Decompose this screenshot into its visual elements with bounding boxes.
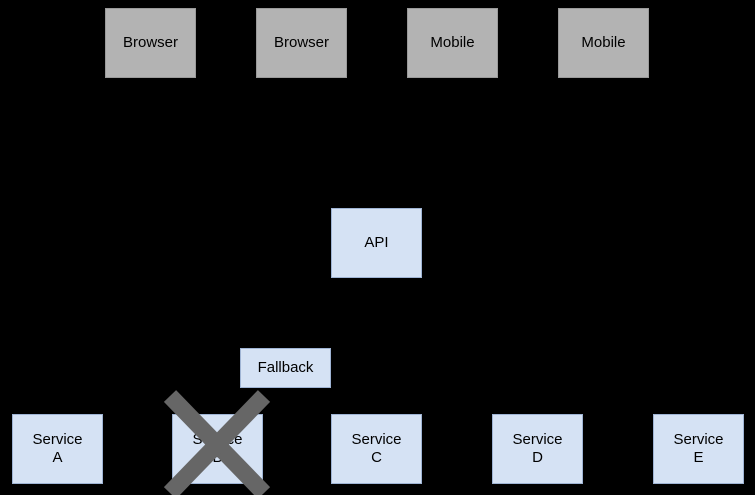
- edge-api-to-fallback: [287, 277, 377, 347]
- edge-api-to-serviceE: [375, 277, 694, 413]
- node-serviceA[interactable]: Service A: [12, 414, 103, 484]
- node-fallback[interactable]: Fallback: [240, 348, 331, 388]
- edge-api-to-serviceA: [57, 277, 377, 413]
- node-browser2[interactable]: Browser: [256, 8, 347, 78]
- node-api[interactable]: API: [331, 208, 422, 278]
- edge-api-to-mobile2: [375, 79, 604, 209]
- node-mobile1[interactable]: Mobile: [407, 8, 498, 78]
- node-serviceD[interactable]: Service D: [492, 414, 583, 484]
- node-serviceC[interactable]: Service C: [331, 414, 422, 484]
- edges: [57, 79, 694, 413]
- edge-api-to-serviceD: [375, 277, 536, 413]
- edge-api-to-browser1: [149, 79, 377, 209]
- edge-api-to-browser2: [300, 79, 377, 209]
- node-browser1[interactable]: Browser: [105, 8, 196, 78]
- edge-api-to-mobile1: [375, 79, 453, 209]
- node-mobile2[interactable]: Mobile: [558, 8, 649, 78]
- node-serviceB[interactable]: Service B: [172, 414, 263, 484]
- node-serviceE[interactable]: Service E: [653, 414, 744, 484]
